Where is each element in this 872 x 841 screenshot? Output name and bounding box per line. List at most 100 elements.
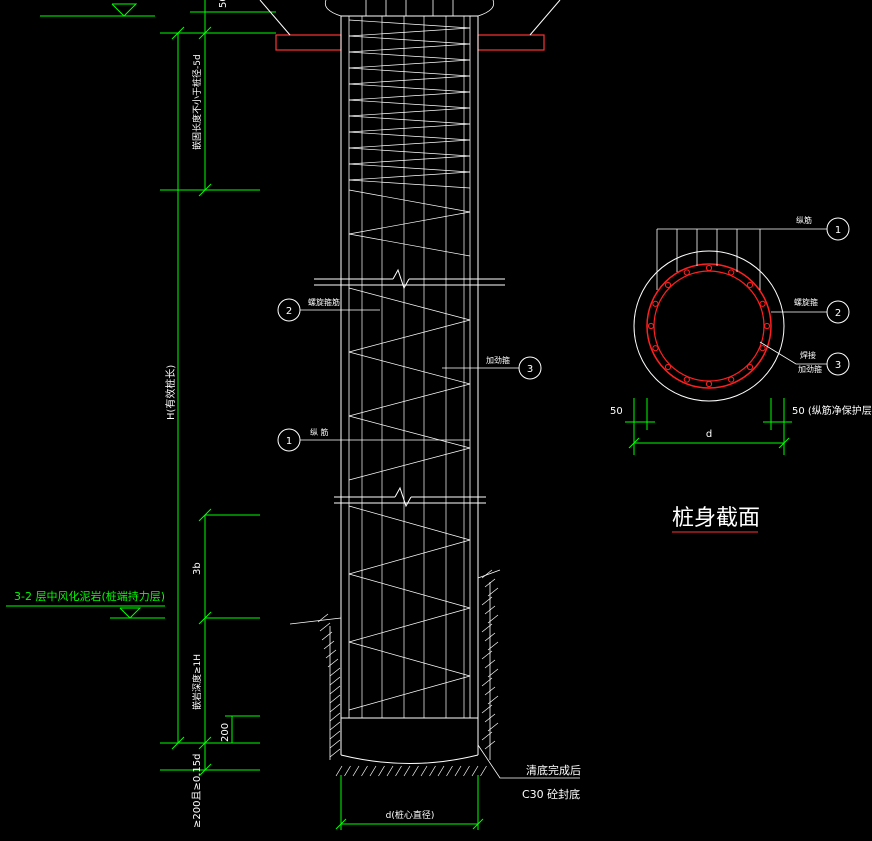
- svg-text:1: 1: [835, 225, 841, 236]
- drawing-line: [429, 765, 436, 777]
- drawing-line: [348, 607, 471, 643]
- drawing-line: [329, 739, 341, 749]
- drawing-line: [348, 319, 471, 353]
- drawing-line: [348, 189, 471, 213]
- drawing-line: [335, 765, 343, 777]
- section-rebar: [759, 300, 766, 307]
- drawing-line: [386, 765, 394, 777]
- drawing-line: [378, 765, 385, 777]
- drawing-line: [480, 765, 487, 777]
- drawing-line: [348, 123, 471, 133]
- drawing-line: [329, 721, 341, 731]
- drawing-line: [329, 694, 341, 704]
- drawing-line: [420, 765, 428, 777]
- drawing-line: [329, 703, 341, 713]
- longitudinal-bars: [361, 16, 465, 718]
- dim-3b-label: 3b: [192, 562, 203, 575]
- top-dimension: 50: [160, 0, 276, 36]
- svg-text:螺旋箍: 螺旋箍: [794, 297, 818, 307]
- svg-text:清底完成后: 清底完成后: [526, 763, 581, 777]
- top-datum: [40, 3, 155, 17]
- drawing-line: [348, 447, 471, 481]
- drawing-line: [348, 139, 471, 149]
- diameter-dimension: d(桩心直径): [335, 775, 484, 830]
- svg-text:2: 2: [835, 308, 841, 319]
- drawing-line: [348, 115, 471, 125]
- section-rebar: [759, 345, 766, 352]
- svg-text:纵筋: 纵筋: [796, 215, 812, 225]
- break-line-lower: [334, 486, 486, 508]
- svg-text:加劲箍: 加劲箍: [486, 355, 510, 365]
- drawing-line: [446, 765, 453, 777]
- drawing-line: [348, 131, 471, 141]
- section-rebar: [664, 281, 672, 289]
- drawing-line: [348, 51, 471, 61]
- pile-section: 1 纵筋 2 螺旋箍 3 焊接 加劲箍 50 50 (纵筋净保护层) d 桩身截…: [610, 215, 872, 533]
- svg-text:d(桩心直径): d(桩心直径): [386, 809, 435, 821]
- drawing-line: [329, 685, 341, 695]
- svg-text:螺旋箍筋: 螺旋箍筋: [308, 297, 340, 307]
- drawing-line: [471, 765, 479, 777]
- base-note: 清底完成后 C30 砼封底: [477, 744, 581, 801]
- svg-text:d: d: [706, 429, 712, 440]
- drawing-line: [348, 163, 471, 173]
- callout-3-elevation: 3 加劲箍: [442, 355, 542, 380]
- drawing-line: [348, 35, 471, 45]
- dimension-chain: [160, 26, 260, 777]
- svg-text:加劲箍: 加劲箍: [798, 364, 822, 374]
- drawing-line: [348, 147, 471, 157]
- svg-text:纵 筋: 纵 筋: [310, 427, 329, 437]
- svg-text:C30 砼封底: C30 砼封底: [522, 787, 580, 801]
- section-rebar: [705, 380, 713, 388]
- top-dim-label: 50: [218, 0, 229, 8]
- drawing-line: [348, 59, 471, 69]
- section-rebar: [746, 363, 754, 371]
- drawing-line: [323, 640, 335, 650]
- section-rebar: [746, 281, 754, 289]
- drawing-line: [348, 415, 471, 449]
- stratum-marker: 3-2 层中风化泥岩(桩端持力层): [6, 589, 165, 619]
- drawing-line: [352, 765, 360, 777]
- section-rebar: [664, 363, 672, 371]
- drawing-line: [437, 765, 445, 777]
- section-title: 桩身截面: [672, 506, 760, 531]
- drawing-line: [348, 233, 471, 257]
- drawing-line: [348, 171, 471, 181]
- svg-text:1: 1: [286, 436, 292, 447]
- drawing-line: [348, 83, 471, 93]
- drawing-line: [348, 179, 471, 189]
- svg-text:3: 3: [835, 360, 841, 371]
- drawing-line: [329, 730, 341, 740]
- drawing-line: [348, 99, 471, 109]
- dim-total-label: H(有效桩长): [164, 365, 177, 420]
- drawing-line: [348, 539, 471, 575]
- pile-body: [324, 0, 495, 718]
- drawing-line: [348, 351, 471, 385]
- drawing-line: [317, 613, 329, 623]
- section-rebar: [728, 376, 735, 383]
- break-line-upper: [314, 268, 505, 290]
- drawing-line: [319, 622, 331, 632]
- callout-1-elevation: 1 纵 筋: [277, 427, 470, 452]
- drawing-line: [348, 91, 471, 101]
- drawing-line: [348, 27, 471, 37]
- drawing-line: [348, 675, 471, 711]
- section-rebar: [728, 269, 735, 276]
- dim-bottom-label: ≥200且≥0.15d: [191, 754, 203, 828]
- section-rebar: [652, 300, 659, 307]
- drawing-line: [348, 19, 471, 29]
- drawing-line: [463, 765, 470, 777]
- drawing-line: [329, 676, 341, 686]
- drawing-line: [348, 641, 471, 677]
- section-rebar: [683, 269, 690, 276]
- drawing-line: [348, 107, 471, 117]
- drawing-line: [412, 765, 419, 777]
- svg-text:2: 2: [286, 306, 292, 317]
- section-rebar: [683, 376, 690, 383]
- dim-anchorage-label: 嵌固长度不小于桩径-5d: [191, 54, 203, 150]
- svg-text:3: 3: [527, 364, 533, 375]
- drawing-line: [403, 765, 411, 777]
- drawing-line: [454, 765, 462, 777]
